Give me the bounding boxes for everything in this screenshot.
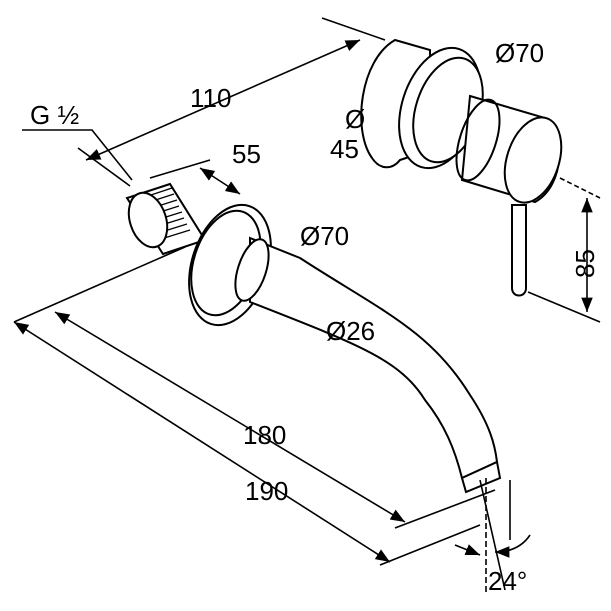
dim-ext-outlet-1 bbox=[394, 489, 496, 529]
label-rosette-spout: Ø70 bbox=[300, 221, 349, 251]
dimension-labels: G ½ 110 55 Ø70 Ø 45 Ø70 Ø26 85 180 190 2… bbox=[30, 38, 600, 596]
dim-ext-outlet-2 bbox=[379, 524, 481, 566]
label-angle: 24° bbox=[488, 566, 527, 596]
lever-handle bbox=[511, 204, 527, 297]
mixer-body bbox=[360, 38, 563, 297]
label-thread: G ½ bbox=[30, 100, 79, 130]
dim-190-line bbox=[13, 321, 391, 563]
dim-85-ext-bottom bbox=[527, 291, 601, 323]
label-190: 190 bbox=[245, 476, 288, 506]
dim-55-ext bbox=[149, 159, 211, 179]
dimension-lines bbox=[13, 17, 601, 595]
label-55: 55 bbox=[232, 139, 261, 169]
angle-arrow-right bbox=[494, 534, 531, 558]
spout-tube-start bbox=[234, 238, 270, 302]
label-180: 180 bbox=[243, 420, 286, 450]
thread-leader bbox=[22, 129, 133, 181]
label-110: 110 bbox=[190, 83, 231, 113]
spout-tube bbox=[249, 236, 499, 480]
dim-85-ext-top bbox=[559, 177, 601, 199]
dim-110-ext-right bbox=[321, 17, 386, 41]
label-rosette-body: Ø70 bbox=[495, 38, 544, 68]
body-cylinder-back bbox=[455, 98, 501, 182]
angle-arrow-left bbox=[454, 544, 481, 556]
angle-slanted bbox=[479, 479, 506, 591]
spout-outlet bbox=[460, 460, 502, 494]
label-spout-diameter: Ø26 bbox=[326, 316, 375, 346]
dim-ext-wall bbox=[13, 246, 186, 323]
dim-110-ext-left bbox=[77, 147, 131, 187]
spout-assembly bbox=[125, 182, 502, 494]
dim-110-line bbox=[85, 39, 361, 161]
dim-55-line bbox=[199, 167, 241, 195]
thread-end bbox=[127, 191, 169, 249]
body-cylinder-front bbox=[503, 116, 563, 204]
label-inner-diameter-symbol: Ø bbox=[345, 104, 365, 134]
label-inner-diameter-value: 45 bbox=[330, 134, 359, 164]
label-85: 85 bbox=[570, 249, 600, 278]
